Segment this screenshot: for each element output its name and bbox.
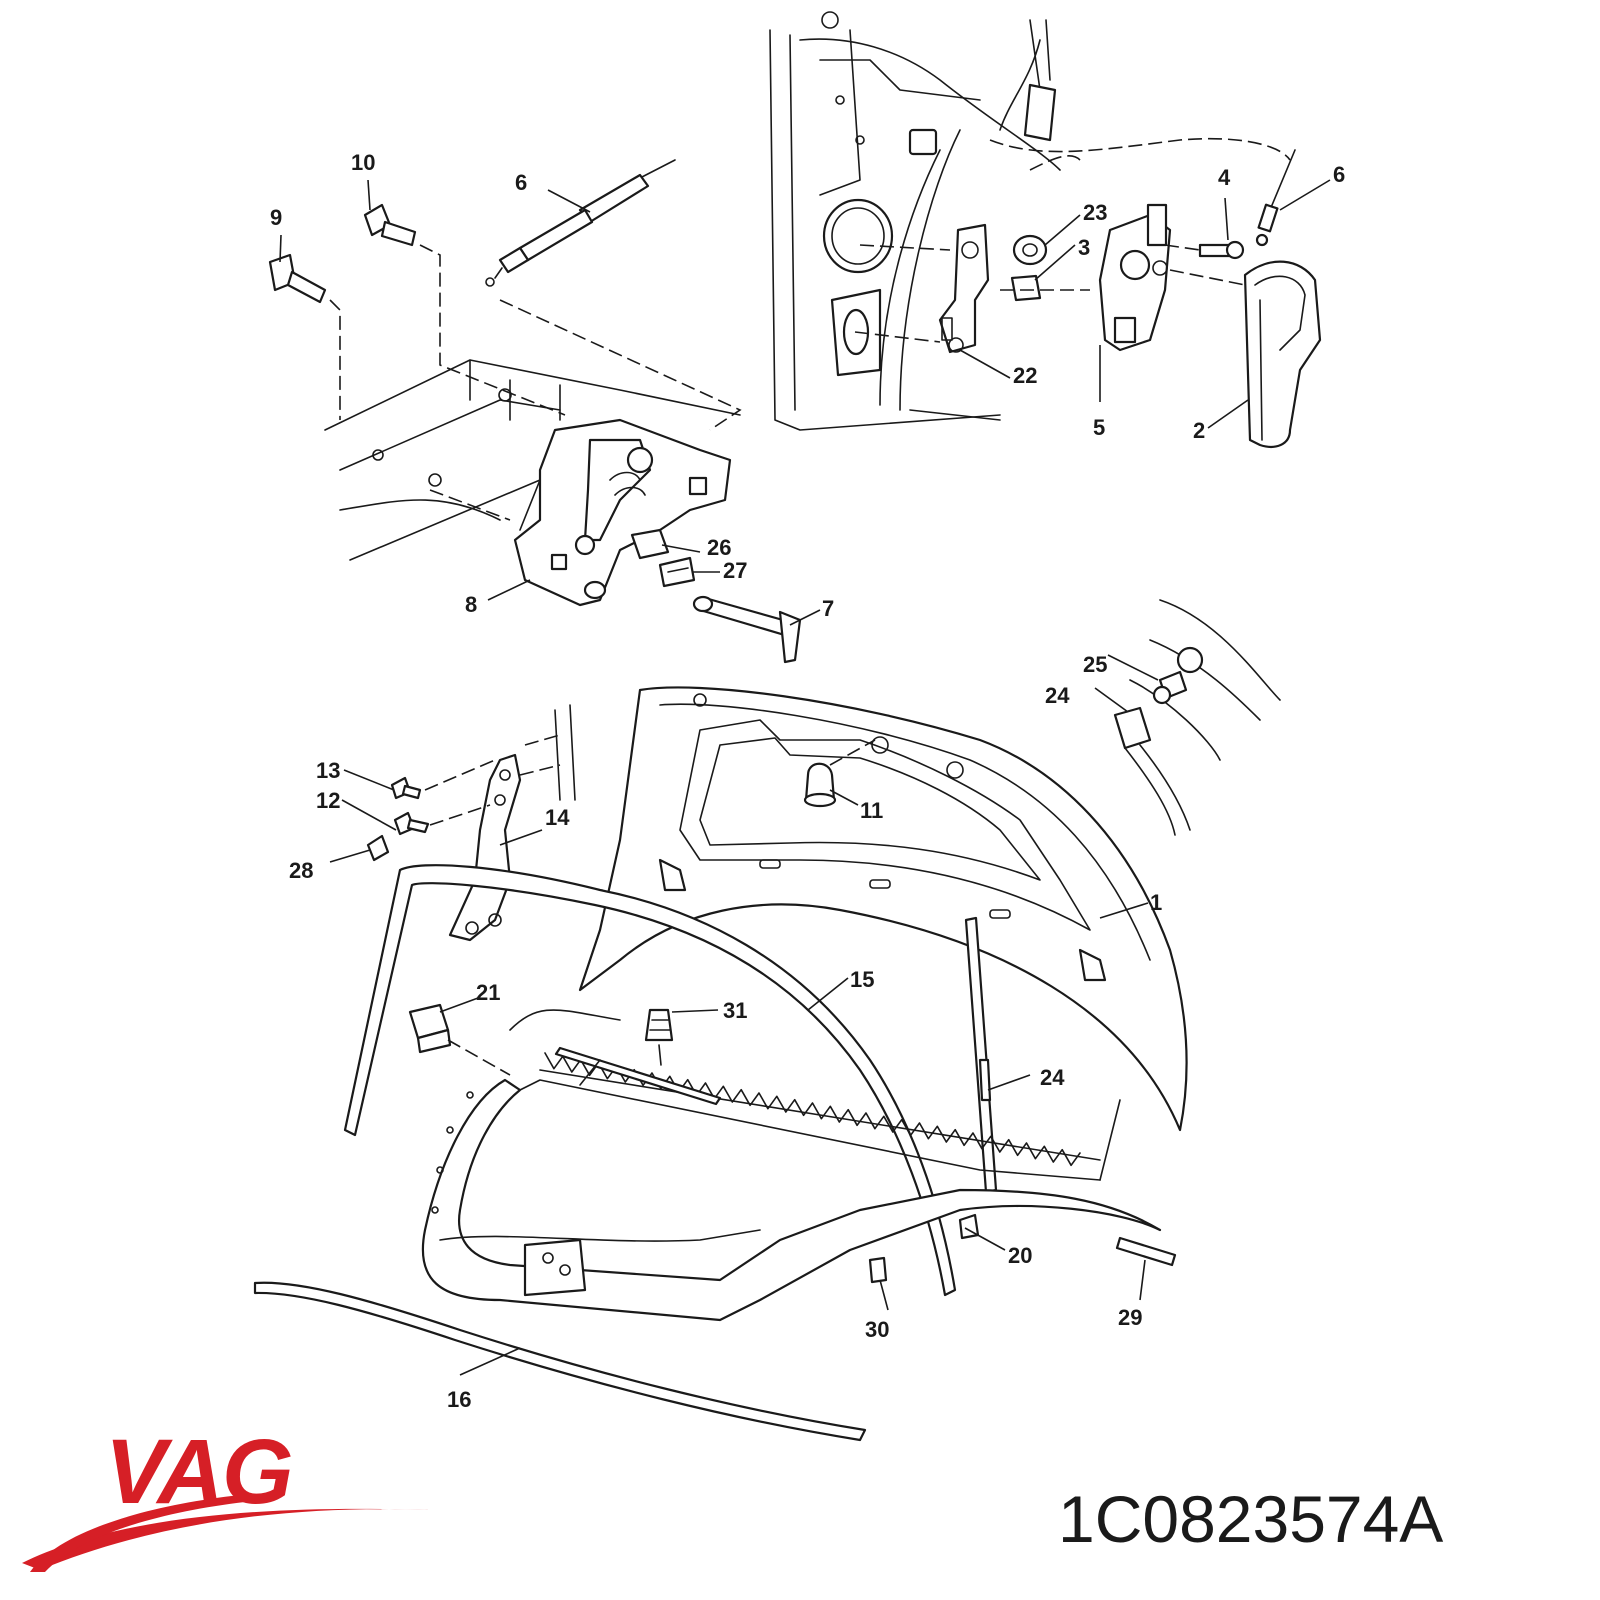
release-handle-7 — [692, 595, 802, 664]
callout-31: 31 — [723, 998, 747, 1023]
seal-15 — [343, 864, 957, 1297]
callout-21: 21 — [476, 980, 500, 1005]
callout-26: 26 — [707, 535, 731, 560]
callout-16: 16 — [447, 1387, 471, 1412]
callout-8: 8 — [465, 592, 477, 617]
bracket-21 — [408, 1003, 511, 1076]
ball-stud-25 — [1152, 670, 1188, 705]
callout-5: 5 — [1093, 415, 1105, 440]
wiper-blade — [554, 1046, 722, 1106]
callout-14: 14 — [545, 805, 570, 830]
cable-end-6-right — [1255, 149, 1296, 247]
buffer-11 — [803, 739, 876, 808]
bolt-12 — [393, 811, 430, 836]
callout-1: 1 — [1150, 890, 1162, 915]
nut-28 — [366, 834, 390, 862]
callout-22: 22 — [1013, 363, 1037, 388]
callout-15: 15 — [850, 967, 874, 992]
gas-strut-24-top — [1113, 706, 1191, 836]
handle-cover-2 — [1243, 260, 1322, 448]
bonnet-1 — [578, 686, 1188, 1132]
cross-member-panel — [324, 299, 742, 561]
callout-12: 12 — [316, 788, 340, 813]
callout-30: 30 — [865, 1317, 889, 1342]
bracket-22 — [854, 223, 990, 354]
callout-24-top: 24 — [1045, 683, 1070, 708]
lock-carrier-8 — [513, 418, 732, 607]
cable-6-left — [485, 159, 676, 287]
callout-13: 13 — [316, 758, 340, 783]
brand-name: VAG — [105, 1421, 292, 1523]
gas-strut-24-lower — [964, 916, 998, 1194]
seal-16 — [253, 1281, 867, 1442]
callout-6-left: 6 — [515, 170, 527, 195]
callout-24-lower: 24 — [1040, 1065, 1065, 1090]
callout-4: 4 — [1218, 165, 1231, 190]
callout-labels: 1 2 3 4 5 6 6 7 8 9 10 11 12 13 14 15 16… — [270, 150, 1345, 1412]
seal-29 — [1115, 1236, 1177, 1267]
callout-28: 28 — [289, 858, 313, 883]
pillar-assembly — [769, 11, 1291, 431]
hinge-14 — [448, 704, 576, 942]
callout-23: 23 — [1083, 200, 1107, 225]
clip-3 — [1000, 274, 1090, 302]
release-lever-5 — [1098, 203, 1246, 352]
part-number: 1C0823574A — [1058, 1482, 1443, 1556]
callout-6-right: 6 — [1333, 162, 1345, 187]
callout-3: 3 — [1078, 235, 1090, 260]
bolt-9 — [268, 253, 341, 420]
vag-logo: VAG — [22, 1421, 430, 1572]
callout-20: 20 — [1008, 1243, 1032, 1268]
callout-29: 29 — [1118, 1305, 1142, 1330]
callout-27: 27 — [723, 558, 747, 583]
callout-25: 25 — [1083, 652, 1107, 677]
water-deflector — [544, 1052, 1081, 1167]
clip-27 — [658, 556, 696, 588]
callout-10: 10 — [351, 150, 375, 175]
leader-lines — [279, 179, 1331, 1376]
bolt-10 — [363, 203, 566, 416]
clip-31 — [644, 1008, 674, 1066]
striker-plate — [523, 1238, 587, 1297]
callout-9: 9 — [270, 205, 282, 230]
fender-right — [1129, 599, 1281, 761]
callout-11: 11 — [860, 798, 883, 823]
screw-4 — [1164, 240, 1245, 260]
callout-7: 7 — [822, 596, 834, 621]
switch-26 — [630, 528, 670, 560]
callout-2: 2 — [1193, 418, 1205, 443]
nut-23 — [1012, 234, 1048, 266]
bolt-13 — [390, 776, 422, 800]
